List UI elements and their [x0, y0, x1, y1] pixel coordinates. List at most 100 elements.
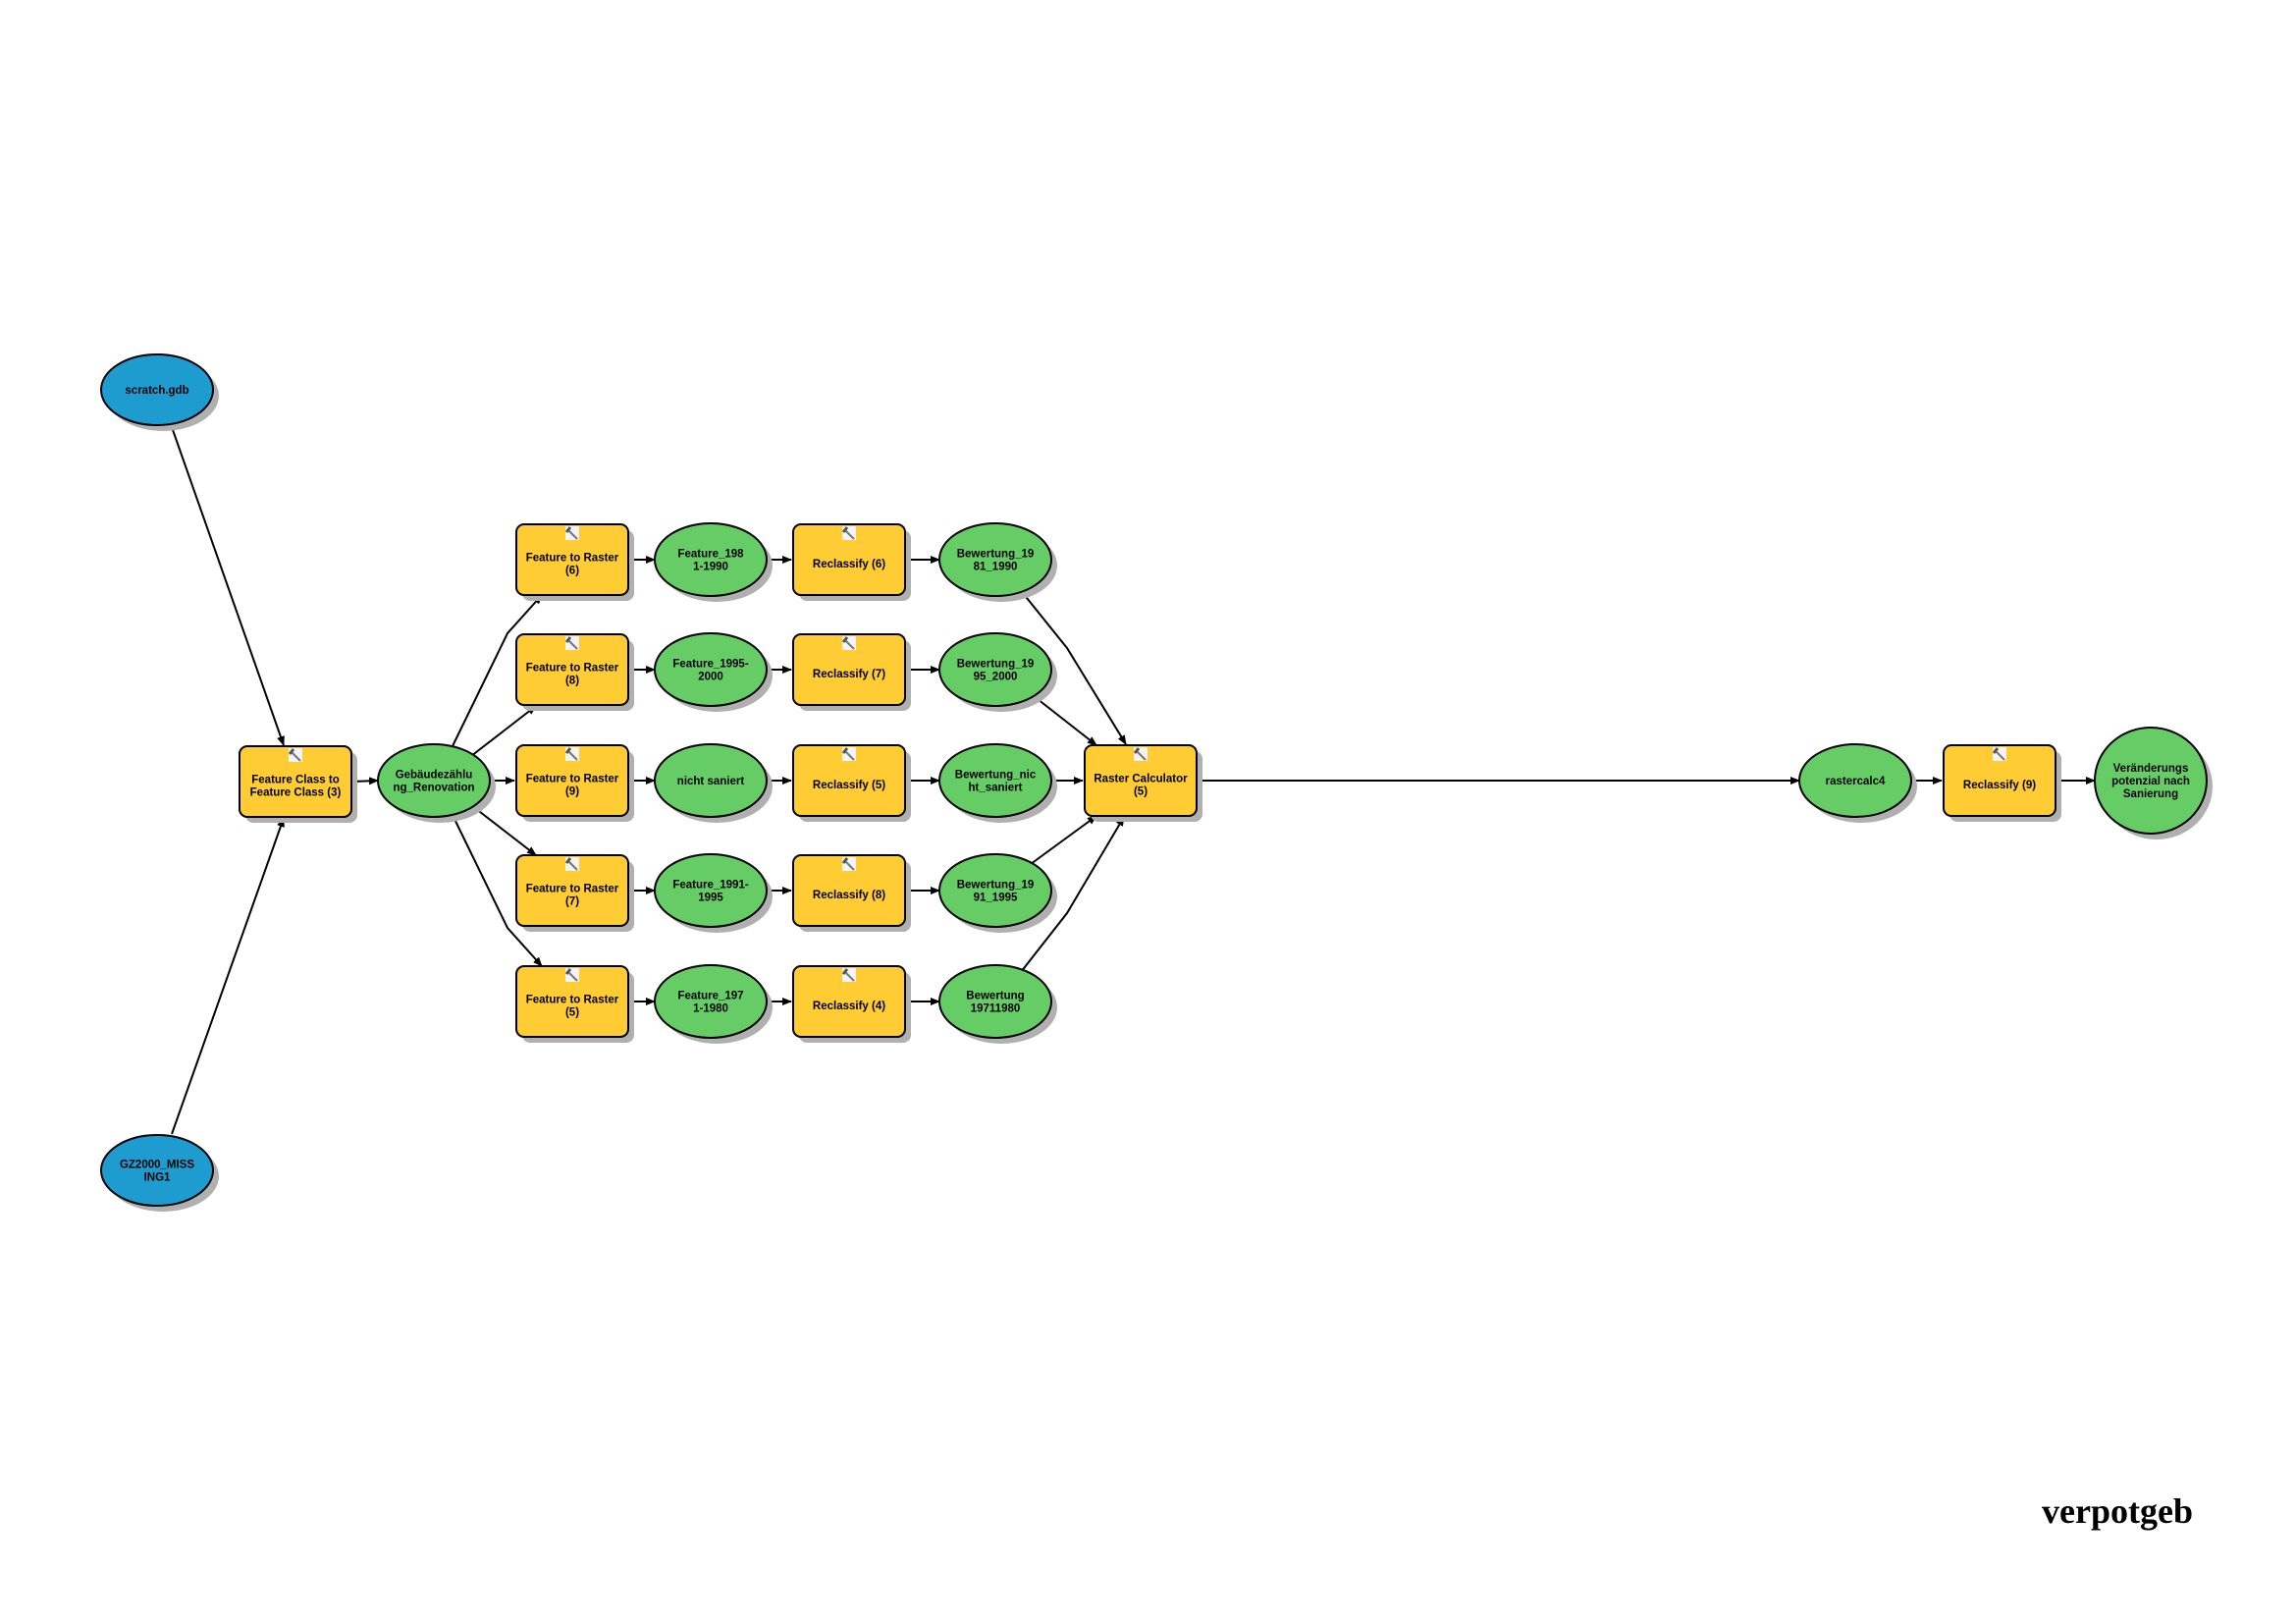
connector-gebaeude-to-ftr6[interactable]	[451, 594, 543, 749]
node-label: (5)	[1134, 786, 1148, 798]
tool-node-ftr9[interactable]: Feature to Raster(9)	[515, 744, 634, 822]
node-label: Feature Class to	[251, 775, 339, 786]
node-label: Bewertung_nic	[955, 770, 1037, 782]
node-label: Feature_198	[677, 549, 744, 561]
input-data-node-scratch[interactable]: scratch.gdb	[100, 353, 219, 431]
node-label: Bewertung_19	[957, 880, 1035, 892]
node-label: Feature_1995-	[672, 659, 749, 671]
node-label: (9)	[565, 786, 579, 798]
hammer-icon	[841, 857, 856, 871]
tool-node-ftr7[interactable]: Feature to Raster(7)	[515, 854, 634, 932]
node-label: rastercalc4	[1826, 776, 1886, 787]
node-label: Reclassify (9)	[1963, 780, 2036, 791]
node-label: Reclassify (8)	[813, 890, 885, 901]
node-label: scratch.gdb	[125, 385, 188, 397]
node-label: potenzial nach	[2111, 776, 2190, 787]
hammer-icon	[1133, 747, 1148, 761]
hammer-icon	[841, 968, 856, 982]
node-label: Bewertung	[966, 991, 1024, 1002]
diagram-title: verpotgeb	[2042, 1491, 2193, 1531]
data-node-f1991[interactable]: Feature_1991-1995	[654, 853, 773, 933]
node-label: ng_Renovation	[393, 783, 474, 794]
tool-node-rc8[interactable]: Reclassify (8)	[792, 854, 911, 932]
node-label: (7)	[565, 896, 579, 908]
node-label: Bewertung_19	[957, 549, 1035, 561]
node-label: 81_1990	[974, 562, 1018, 573]
tool-node-ftr5[interactable]: Feature to Raster(5)	[515, 965, 634, 1043]
data-node-bnicht[interactable]: Bewertung_nicht_saniert	[938, 743, 1057, 823]
tool-node-rcalc[interactable]: Raster Calculator(5)	[1084, 744, 1202, 822]
tool-node-rc4[interactable]: Reclassify (4)	[792, 965, 911, 1043]
node-label: Feature to Raster	[526, 663, 619, 675]
node-label: (8)	[565, 676, 579, 687]
node-label: 19711980	[971, 1003, 1021, 1015]
node-label: Reclassify (6)	[813, 559, 885, 570]
node-label: Feature to Raster	[526, 774, 619, 785]
node-label: 1-1980	[693, 1003, 728, 1015]
connector-b1971-to-rcalc[interactable]	[1020, 816, 1125, 973]
node-label: Feature to Raster	[526, 995, 619, 1006]
connector-scratch-to-fc2fc[interactable]	[171, 426, 285, 746]
tool-node-rc6[interactable]: Reclassify (6)	[792, 523, 911, 601]
connector-gz2000-to-fc2fc[interactable]	[171, 817, 285, 1135]
node-label: ING1	[144, 1172, 171, 1184]
hammer-icon	[841, 526, 856, 540]
node-label: Reclassify (4)	[813, 1001, 885, 1012]
tool-node-ftr6[interactable]: Feature to Raster(6)	[515, 523, 634, 601]
tool-node-rc9[interactable]: Reclassify (9)	[1943, 744, 2061, 822]
node-label: ht_saniert	[969, 783, 1023, 794]
node-label: Reclassify (7)	[813, 669, 885, 680]
node-label: (5)	[565, 1007, 579, 1019]
node-label: Reclassify (5)	[813, 780, 885, 791]
connector-gebaeude-to-ftr5[interactable]	[451, 812, 543, 967]
node-label: Feature_197	[677, 991, 743, 1002]
connector-gebaeude-to-ftr8[interactable]	[470, 705, 537, 757]
data-node-b1995[interactable]: Bewertung_1995_2000	[938, 632, 1057, 712]
node-label: (6)	[565, 566, 579, 577]
connector-b1981-to-rcalc[interactable]	[1022, 592, 1127, 745]
hammer-icon	[841, 747, 856, 761]
node-label: Feature to Raster	[526, 884, 619, 895]
node-label: 1995	[698, 893, 723, 904]
node-label: Gebäudezählu	[396, 770, 473, 782]
connector-b1991-to-rcalc[interactable]	[1030, 815, 1097, 865]
hammer-icon	[1992, 747, 2006, 761]
tool-node-rc7[interactable]: Reclassify (7)	[792, 633, 911, 711]
tool-node-rc5[interactable]: Reclassify (5)	[792, 744, 911, 822]
node-label: Raster Calculator	[1094, 774, 1188, 785]
data-node-b1991[interactable]: Bewertung_1991_1995	[938, 853, 1057, 933]
hammer-icon	[564, 747, 579, 761]
node-label: 1-1990	[693, 562, 728, 573]
node-label: Feature_1991-	[672, 880, 749, 892]
data-node-fnicht[interactable]: nicht saniert	[654, 743, 773, 823]
hammer-icon	[564, 857, 579, 871]
node-label: Bewertung_19	[957, 659, 1035, 671]
node-label: nicht saniert	[677, 776, 745, 787]
node-label: 2000	[698, 672, 723, 683]
tool-node-ftr8[interactable]: Feature to Raster(8)	[515, 633, 634, 711]
node-label: Sanierung	[2123, 788, 2178, 800]
hammer-icon	[564, 636, 579, 650]
node-label: 95_2000	[974, 672, 1018, 683]
node-label: Feature to Raster	[526, 553, 619, 565]
connector-gebaeude-to-ftr7[interactable]	[470, 804, 537, 856]
node-label: 91_1995	[974, 893, 1018, 904]
data-node-f1971[interactable]: Feature_1971-1980	[654, 964, 773, 1044]
hammer-icon	[841, 636, 856, 650]
node-label: GZ2000_MISS	[120, 1160, 194, 1171]
connector-b1995-to-rcalc[interactable]	[1037, 698, 1097, 746]
node-label: Feature Class (3)	[250, 787, 342, 799]
data-node-rastercalc4[interactable]: rastercalc4	[1798, 743, 1917, 823]
data-node-f1995[interactable]: Feature_1995-2000	[654, 632, 773, 712]
hammer-icon	[564, 526, 579, 540]
hammer-icon	[564, 968, 579, 982]
